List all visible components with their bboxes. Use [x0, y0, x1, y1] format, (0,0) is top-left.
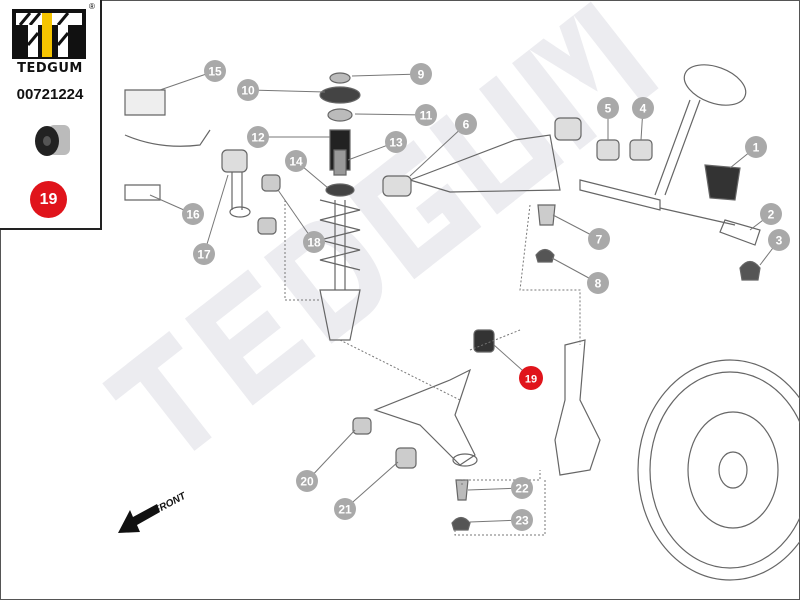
callout-5: 5	[597, 97, 619, 119]
callout-circle	[768, 229, 790, 251]
brand-name: TEDGUM	[17, 61, 83, 76]
callout-circle	[303, 231, 325, 253]
callout-number: 1	[753, 141, 760, 155]
leader-line-9	[351, 73, 422, 77]
callout-21: 21	[334, 498, 356, 520]
bushing-thumbnail	[35, 125, 70, 156]
callout-4: 4	[632, 97, 654, 119]
leader-line-11	[354, 113, 427, 116]
callout-circle	[415, 104, 437, 126]
watermark-letter-u	[429, 75, 565, 215]
callout-number: 11	[420, 109, 433, 123]
callout-circle	[296, 470, 318, 492]
callout-number: 15	[208, 65, 222, 79]
callout-number: 16	[186, 208, 200, 222]
callout-circle	[587, 272, 609, 294]
callout-number: 18	[307, 236, 321, 250]
watermark-letter-g	[346, 140, 482, 280]
watermark	[102, 1, 659, 451]
leader-line-21	[344, 461, 399, 510]
callout-circle	[511, 477, 533, 499]
front-arrow-icon	[118, 504, 160, 533]
callout-circle	[519, 366, 543, 390]
callout-number: 14	[289, 155, 303, 169]
callout-number: 9	[418, 68, 425, 82]
callout-number: 2	[768, 208, 775, 222]
callout-22: 22	[511, 477, 533, 499]
leader-line-6	[409, 123, 467, 177]
callout-23: 23	[511, 509, 533, 531]
callout-number: 19	[525, 374, 537, 386]
callout-number: 22	[515, 482, 529, 496]
leader-line-10	[247, 89, 326, 93]
watermark-letter-t	[102, 330, 212, 451]
callout-circle	[334, 498, 356, 520]
dashed-guides	[284, 200, 581, 536]
callout-circle	[247, 126, 269, 148]
callout-circle	[588, 228, 610, 250]
tedgum-logo	[12, 9, 86, 59]
callout-number: 13	[389, 136, 403, 150]
callout-number: 10	[241, 84, 255, 98]
callout-number: 4	[640, 102, 647, 116]
callout-18: 18	[303, 231, 325, 253]
callout-7: 7	[588, 228, 610, 250]
part-info-panel: ® TEDGUM 00721224 19	[0, 0, 102, 230]
callout-15: 15	[204, 60, 226, 82]
callout-circle	[597, 97, 619, 119]
callout-17: 17	[193, 243, 215, 265]
front-label: FRONT	[152, 490, 188, 516]
leader-line-20	[306, 429, 356, 482]
callout-10: 10	[237, 79, 259, 101]
front-arrow: FRONT	[118, 490, 189, 533]
watermark-letter-e	[185, 269, 316, 406]
callout-number: 17	[197, 248, 211, 262]
parts-drawing	[124, 64, 800, 581]
callout-3: 3	[768, 229, 790, 251]
callout-circle	[745, 136, 767, 158]
callout-number: 12	[251, 131, 265, 145]
callout-number: 6	[463, 118, 470, 132]
callout-1: 1	[745, 136, 767, 158]
leader-line-17	[203, 174, 229, 255]
callout-circle	[760, 203, 782, 225]
callout-circle	[385, 131, 407, 153]
callout-9: 9	[410, 63, 432, 85]
callout-circle	[237, 79, 259, 101]
callout-number: 23	[515, 514, 529, 528]
callout-circle	[410, 63, 432, 85]
callout-circle	[193, 243, 215, 265]
callout-number: 5	[605, 102, 612, 116]
callout-20: 20	[296, 470, 318, 492]
callout-13: 13	[385, 131, 407, 153]
highlight-number-badge: 19	[30, 181, 67, 218]
leader-lines	[149, 70, 780, 523]
callout-circle	[511, 509, 533, 531]
callout-circle	[455, 113, 477, 135]
registered-mark: ®	[89, 2, 95, 11]
callout-12: 12	[247, 126, 269, 148]
callout-number: 8	[595, 277, 602, 291]
callout-circle	[204, 60, 226, 82]
callout-14: 14	[285, 150, 307, 172]
callout-16: 16	[182, 203, 204, 225]
callout-circle	[285, 150, 307, 172]
part-number: 00721224	[16, 86, 84, 103]
callout-19: 19	[519, 366, 543, 390]
callout-6: 6	[455, 113, 477, 135]
callout-2: 2	[760, 203, 782, 225]
callout-number: 21	[338, 503, 352, 517]
callout-number: 3	[776, 234, 783, 248]
callout-number: 7	[596, 233, 603, 247]
callout-8: 8	[587, 272, 609, 294]
callout-circle	[632, 97, 654, 119]
callout-circle	[182, 203, 204, 225]
callout-11: 11	[415, 104, 437, 126]
callout-number: 20	[300, 475, 314, 489]
